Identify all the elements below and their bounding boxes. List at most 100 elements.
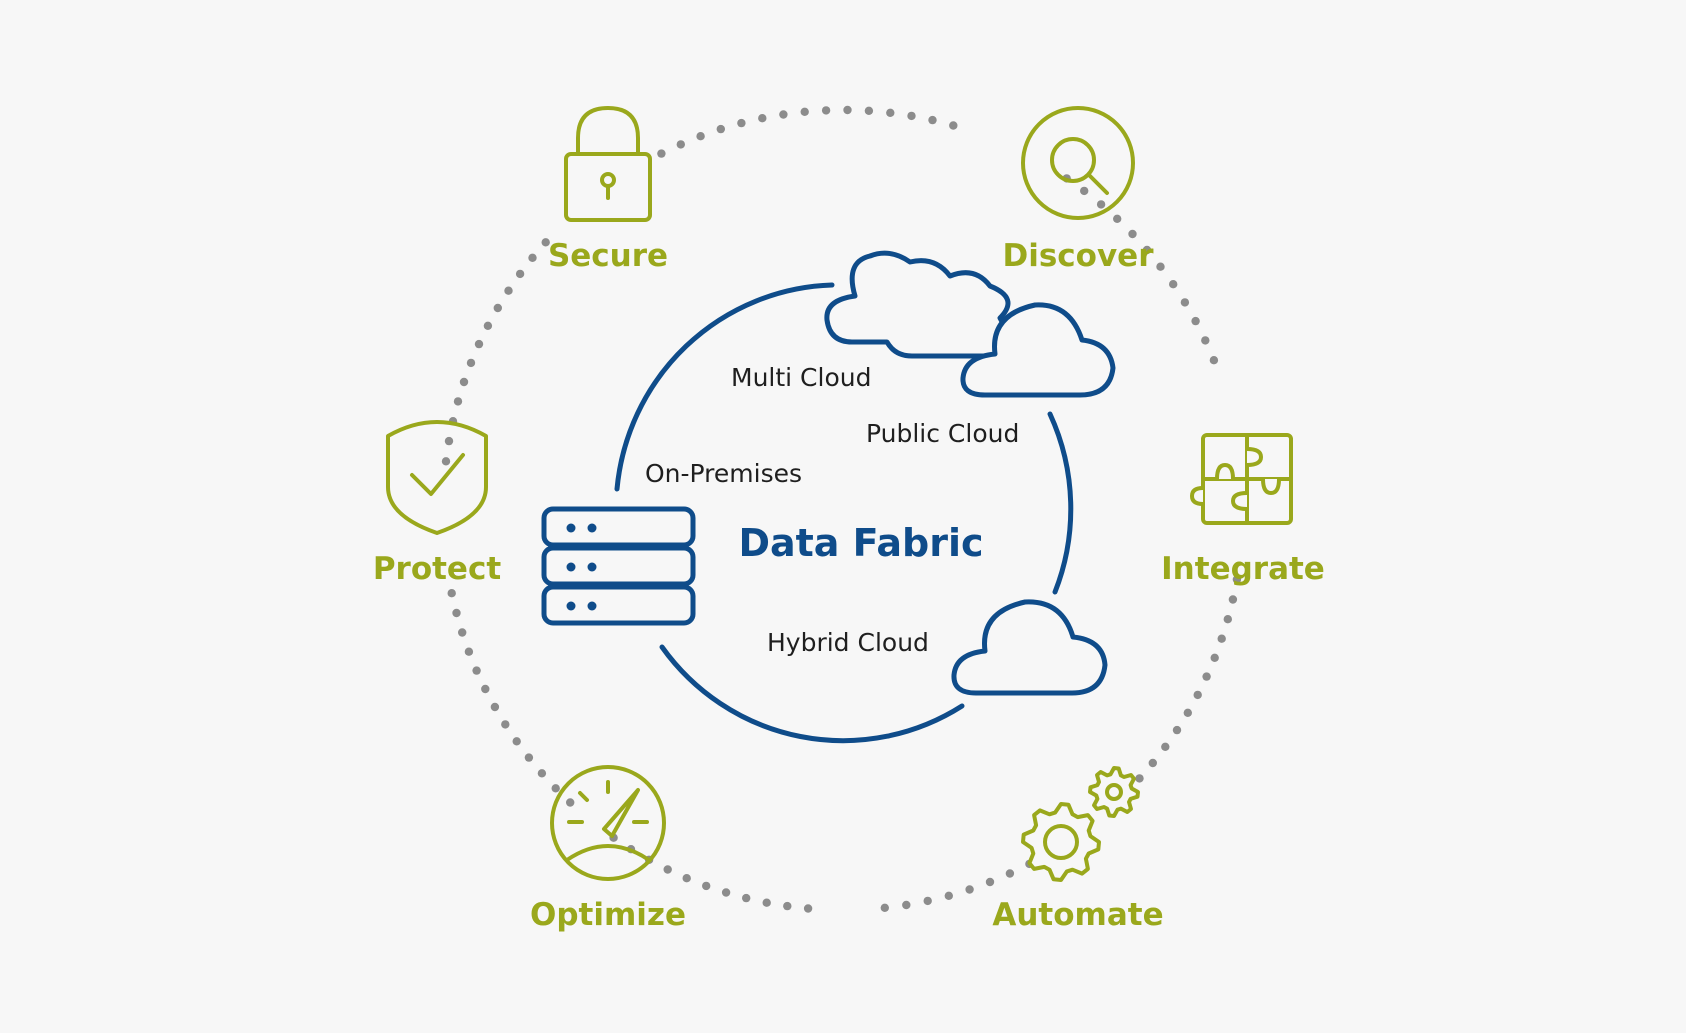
ring-dot [1113,214,1122,223]
ring-dot [444,436,454,446]
ring-dot [682,874,691,883]
ring-dot [452,608,461,618]
ring-dot [474,339,484,349]
ring-dot [1172,725,1182,735]
shield-check-icon [386,420,488,535]
server-stack-icon [541,506,696,626]
gears-icon [1021,766,1140,882]
ring-dot [880,903,889,912]
capability-label-integrate: Integrate [1161,551,1325,587]
ring-dot [902,900,911,910]
ring-dot [1005,869,1015,878]
dotted-ring [441,105,1242,913]
ring-dot [472,666,481,675]
ring-dot [541,238,550,247]
ring-dot [459,377,469,387]
ring-dot [1128,229,1137,239]
ring-dot [737,118,746,128]
ring-dot [481,684,490,694]
ring-dot [907,111,916,121]
ring-dot [1080,186,1089,196]
ring-dot [965,885,974,894]
ring-dot [1096,200,1106,209]
ring-dot [676,140,685,149]
magnifier-icon [1021,106,1135,220]
puzzle-icon [1190,433,1293,525]
label-hybrid-cloud: Hybrid Cloud [767,628,929,657]
ring-dot [944,891,953,900]
label-public-cloud: Public Cloud [866,419,1019,448]
ring-dot [702,881,711,891]
ring-dot [803,904,813,913]
ring-dot [716,124,725,134]
capability-label-discover: Discover [1002,238,1154,274]
ring-dot [1217,634,1226,643]
ring-dot [504,286,513,295]
ring-dot [696,132,705,141]
label-on-premises: On-Premises [645,459,802,488]
ring-dot [758,114,767,123]
ring-dot [721,888,731,897]
capability-label-automate: Automate [992,897,1163,933]
ring-dot [843,105,852,115]
ring-dot [985,877,995,887]
ring-dot [1202,672,1211,681]
ring-dot [762,898,771,907]
ring-dot [657,149,666,158]
ring-dot [779,110,788,119]
ring-dot [1228,595,1238,604]
center-title: Data Fabric [738,521,983,565]
ring-dot [441,457,451,466]
ring-dot [524,753,534,762]
inner-ring [614,282,1074,744]
capability-label-secure: Secure [548,238,668,274]
ring-dot [453,397,463,406]
inner-ring-arc-bottom [659,644,965,744]
ring-dot [1193,690,1202,700]
ring-dot [1156,262,1165,271]
ring-dot [1232,575,1242,584]
ring-dot [1142,245,1152,255]
cloud-icon-hybrid [951,599,1108,696]
padlock-icon [564,106,652,222]
ring-dot [447,589,456,598]
ring-dot [949,121,958,130]
ring-dot [566,798,575,807]
speedometer-icon [550,765,666,881]
ring-dot [821,106,831,115]
ring-dot [1169,280,1178,289]
ring-dot [864,106,874,116]
ring-dot [923,896,932,906]
inner-ring-arc-right [1047,411,1074,595]
ring-dot [515,269,525,279]
ring-dot [1180,298,1190,307]
ring-dot [1148,758,1158,768]
ring-dot [1135,774,1144,783]
ring-dot [1210,653,1219,662]
ring-dot [1201,336,1210,345]
ring-dot [1191,316,1200,326]
ring-dot [551,784,560,793]
cloud-icon-public [960,302,1116,398]
ring-dot [490,702,500,712]
ring-dot [742,893,751,903]
ring-dot [1209,356,1219,365]
ring-dot [483,321,493,330]
inner-ring-arc-top-left [614,282,835,492]
ring-dot [783,901,792,911]
cloud-icon-multi [824,250,1011,359]
ring-dot [1223,615,1233,624]
ring-dot [663,865,672,874]
capability-label-protect: Protect [373,551,502,587]
ring-dot [800,107,809,117]
capability-label-optimize: Optimize [530,897,686,933]
ring-dot [1161,742,1170,751]
ring-dot [493,303,502,313]
ring-dot [466,358,476,368]
ring-dot [537,769,547,778]
ring-dot [501,720,510,729]
ring-dot [512,737,521,746]
ring-dot [886,108,895,118]
ring-dot [928,115,937,125]
